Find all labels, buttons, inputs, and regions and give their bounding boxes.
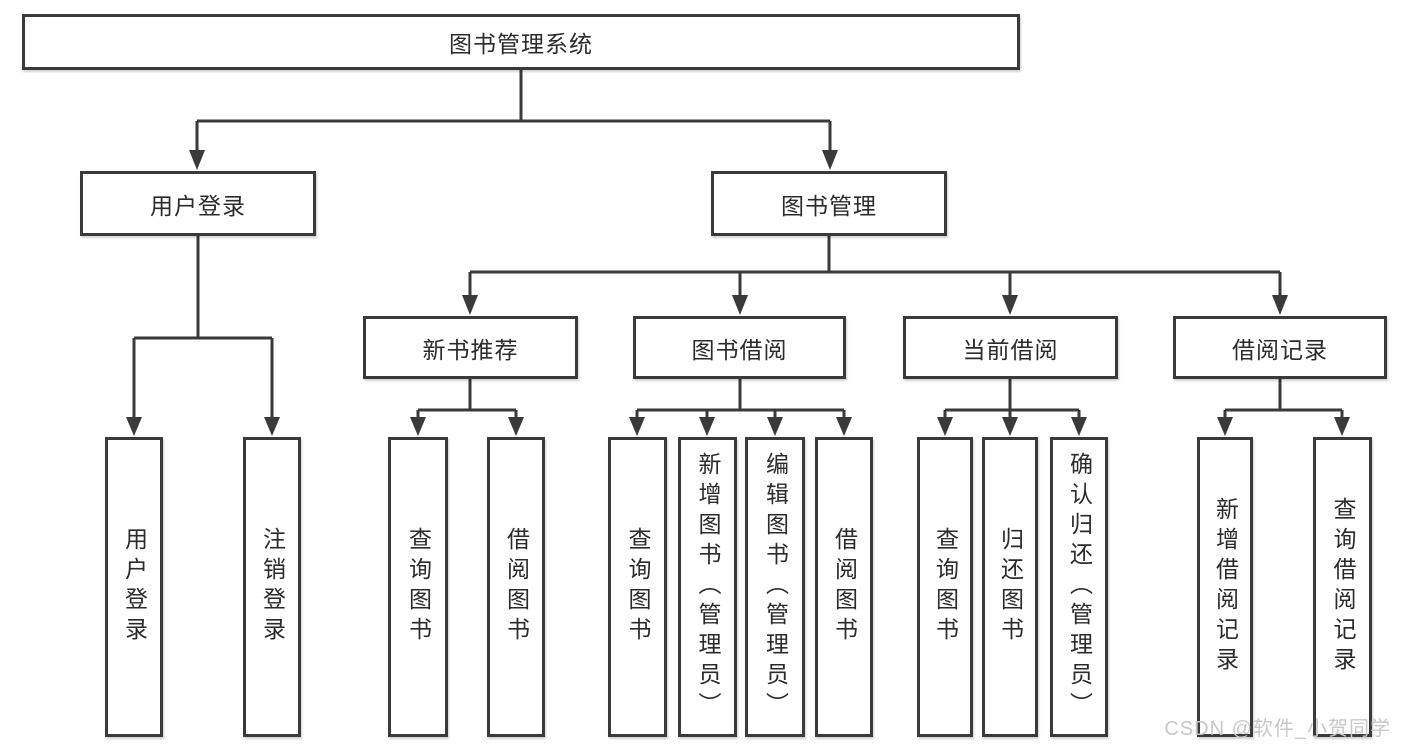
leaf-user-login-label: 用户登录 xyxy=(121,527,148,647)
leaf-add-borrow-record: 新增借阅记录 xyxy=(1197,437,1253,737)
node-new-book-recommend-label: 新书推荐 xyxy=(422,336,519,363)
leaf-query-borrow-record-label: 查询借阅记录 xyxy=(1330,497,1356,677)
leaf-query-books-borrow-label: 查询图书 xyxy=(625,527,651,647)
leaf-edit-books-admin: 编辑图书（管理员） xyxy=(745,437,805,737)
node-user-login: 用户登录 xyxy=(80,171,316,236)
node-new-book-recommend: 新书推荐 xyxy=(363,316,578,379)
node-borrow-records-label: 借阅记录 xyxy=(1232,336,1328,363)
leaf-return-books-label: 归还图书 xyxy=(997,527,1024,647)
node-book-borrow: 图书借阅 xyxy=(633,316,846,379)
node-root-label: 图书管理系统 xyxy=(449,31,593,57)
leaf-query-books-current-label: 查询图书 xyxy=(932,527,959,647)
leaf-logout: 注销登录 xyxy=(243,437,301,737)
watermark: CSDN @软件_小贺同学 xyxy=(1164,718,1391,740)
leaf-add-books-admin-label: 新增图书（管理员） xyxy=(695,452,721,722)
leaf-borrow-books-label: 借阅图书 xyxy=(831,527,858,647)
node-book-management: 图书管理 xyxy=(711,171,947,236)
node-current-borrow-label: 当前借阅 xyxy=(962,336,1059,363)
leaf-user-login: 用户登录 xyxy=(105,437,163,737)
leaf-borrow-books-recommend-label: 借阅图书 xyxy=(503,527,530,647)
node-current-borrow: 当前借阅 xyxy=(903,316,1118,379)
leaf-edit-books-admin-label: 编辑图书（管理员） xyxy=(762,452,789,722)
leaf-query-books-recommend-label: 查询图书 xyxy=(405,527,432,647)
leaf-borrow-books-recommend: 借阅图书 xyxy=(487,437,545,737)
leaf-query-books-recommend: 查询图书 xyxy=(388,437,448,737)
node-root: 图书管理系统 xyxy=(22,14,1020,70)
leaf-add-borrow-record-label: 新增借阅记录 xyxy=(1212,497,1239,677)
node-book-management-label: 图书管理 xyxy=(781,192,877,219)
node-book-borrow-label: 图书借阅 xyxy=(691,336,788,363)
node-borrow-records: 借阅记录 xyxy=(1173,316,1387,379)
leaf-borrow-books: 借阅图书 xyxy=(815,437,873,737)
leaf-query-books-current: 查询图书 xyxy=(917,437,973,737)
leaf-add-books-admin: 新增图书（管理员） xyxy=(678,437,737,737)
leaf-query-borrow-record: 查询借阅记录 xyxy=(1313,437,1372,737)
leaf-return-books: 归还图书 xyxy=(982,437,1038,737)
node-user-login-label: 用户登录 xyxy=(150,192,246,219)
leaf-query-books-borrow: 查询图书 xyxy=(608,437,667,737)
leaf-logout-label: 注销登录 xyxy=(259,527,286,647)
leaf-confirm-return-admin-label: 确认归还（管理员） xyxy=(1066,452,1093,722)
leaf-confirm-return-admin: 确认归还（管理员） xyxy=(1050,437,1108,737)
